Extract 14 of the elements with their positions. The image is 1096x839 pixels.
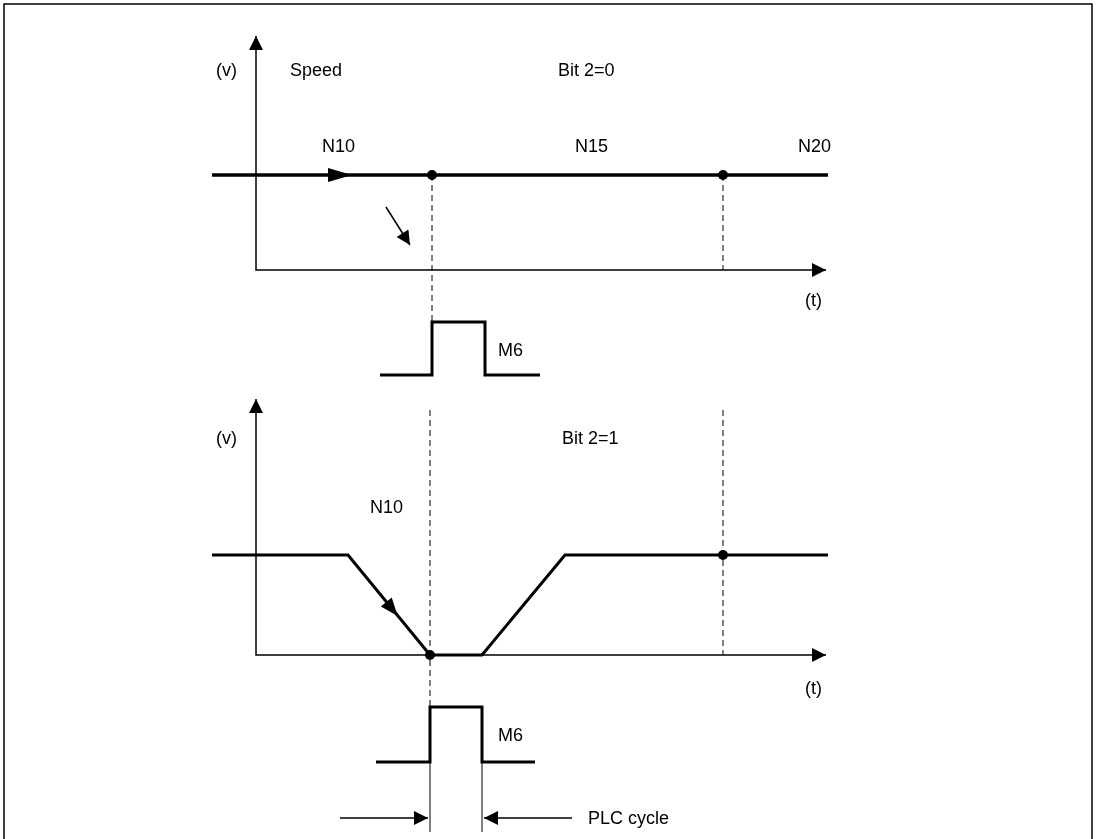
- chart-title: Bit 2=1: [562, 427, 619, 449]
- axis-label: (t): [805, 289, 822, 311]
- dimension-label: PLC cycle: [588, 807, 670, 829]
- signal-label: M6: [498, 339, 523, 361]
- block-label: N10: [322, 135, 356, 157]
- axis-label: (v): [216, 427, 237, 449]
- axis-label: (v): [216, 59, 237, 81]
- signal-label: M6: [498, 724, 523, 746]
- block-label: N10: [370, 496, 404, 518]
- block-label: N20: [798, 135, 832, 157]
- axis-label: (t): [805, 677, 822, 699]
- chart-title: Bit 2=0: [558, 59, 615, 81]
- block-label: N15: [575, 135, 609, 157]
- axis-label: Speed: [290, 59, 343, 81]
